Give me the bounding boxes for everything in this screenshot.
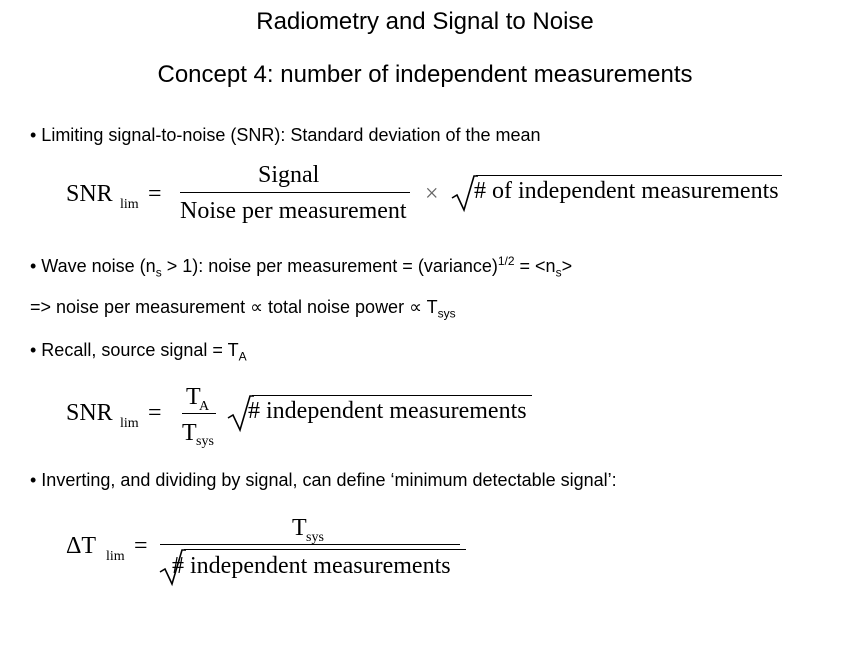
wave-noise-text-4: > xyxy=(561,256,573,276)
eq3-numerator-sub: sys xyxy=(306,530,324,545)
eq2-radicand: # independent measurements xyxy=(248,398,527,424)
eq2-radical-bar xyxy=(252,395,532,396)
eq1-lhs: SNR xyxy=(66,181,113,207)
proportional-icon: ∝ xyxy=(409,297,422,317)
eq2-numerator: T xyxy=(186,384,201,410)
eq2-sqrt-icon xyxy=(227,395,254,433)
eq2-denominator-sub: sys xyxy=(196,434,214,449)
eq3-equals: = xyxy=(134,533,148,559)
page-title: Radiometry and Signal to Noise xyxy=(256,8,594,35)
eq2-lhs: SNR xyxy=(66,400,113,426)
wave-noise-text-1: • Wave noise (n xyxy=(30,256,156,276)
wave-noise-sup: 1/2 xyxy=(497,254,515,268)
eq1-radical-bar xyxy=(476,175,782,176)
eq1-lhs-sub: lim xyxy=(120,197,139,212)
noise-prop-text-2: total noise power xyxy=(262,297,410,317)
wave-noise-text-3: = <n xyxy=(514,256,556,276)
wave-noise-text-2: > 1): noise per measurement = (variance) xyxy=(161,256,498,276)
wave-noise-sub-2: s xyxy=(555,265,562,280)
noise-prop-text-3: T xyxy=(421,297,438,317)
eq1-radicand: # of independent measurements xyxy=(474,178,779,204)
eq3-numerator: T xyxy=(292,515,307,541)
eq3-lhs: ΔT xyxy=(66,533,97,559)
bullet-wave-noise: • Wave noise (ns > 1): noise per measure… xyxy=(30,254,572,280)
wave-noise-sub-1: s xyxy=(155,265,162,280)
eq3-sqrt-icon xyxy=(159,549,186,587)
eq1-fraction-bar xyxy=(180,192,410,193)
bullet-recall-source: • Recall, source signal = TA xyxy=(30,340,247,364)
bullet-limiting-snr: • Limiting signal-to-noise (SNR): Standa… xyxy=(30,125,541,145)
eq1-sqrt-icon xyxy=(451,175,478,213)
bullet-inverting: • Inverting, and dividing by signal, can… xyxy=(30,470,617,490)
eq1-denominator: Noise per measurement xyxy=(180,198,407,224)
eq2-equals: = xyxy=(148,400,162,426)
eq2-numerator-sub: A xyxy=(199,399,210,414)
eq1-numerator: Signal xyxy=(258,162,320,188)
page-subtitle: Concept 4: number of independent measure… xyxy=(157,61,693,88)
noise-prop-sub: sys xyxy=(437,306,456,321)
eq2-lhs-sub: lim xyxy=(120,416,139,431)
bullet-noise-proportional: => noise per measurement ∝ total noise p… xyxy=(30,297,456,321)
eq1-times: × xyxy=(425,181,439,207)
proportional-icon: ∝ xyxy=(250,297,263,317)
noise-prop-text-1: => noise per measurement xyxy=(30,297,251,317)
eq3-radical-bar xyxy=(184,549,466,550)
eq1-equals: = xyxy=(148,181,162,207)
recall-text: • Recall, source signal = T xyxy=(30,340,239,360)
eq2-fraction-bar xyxy=(182,413,216,414)
recall-sub: A xyxy=(238,349,247,364)
eq3-radicand: # independent measurements xyxy=(172,553,451,579)
eq3-fraction-bar xyxy=(160,544,460,545)
eq2-denominator: T xyxy=(182,420,197,446)
eq3-lhs-sub: lim xyxy=(106,549,125,564)
